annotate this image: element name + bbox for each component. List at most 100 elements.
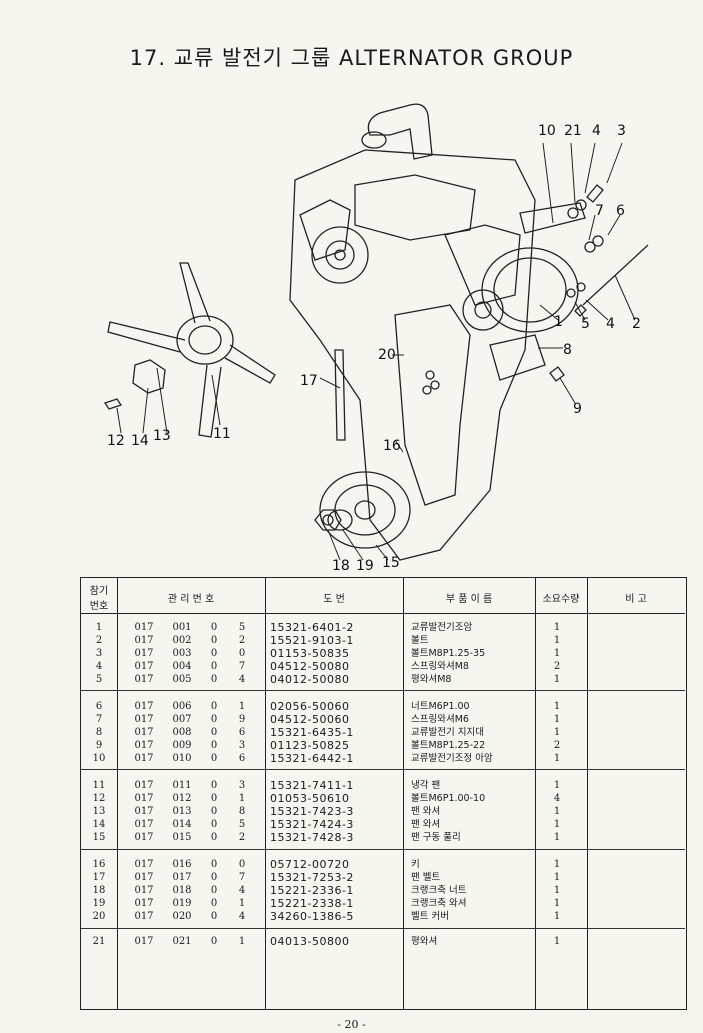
cell-g4: 0 [238,859,246,870]
cell-part: 15321-7423-3 [270,805,354,818]
cell-g2: 003 [172,648,192,659]
cell-g2: 019 [172,898,192,909]
cell-part: 15321-7428-3 [270,831,354,844]
cell-g2: 009 [172,740,192,751]
cell-name: 교류발전기조암 [411,622,473,633]
cell-g3: 0 [210,714,218,725]
cell-name: 교류발전기조정 아암 [411,753,493,764]
cell-g1: 017 [134,674,154,685]
cell-part: 15221-2336-1 [270,884,354,897]
cell-g3: 0 [210,727,218,738]
cell-g1: 017 [134,936,154,947]
cell-ref: 6 [95,701,103,712]
callout-19: 19 [356,558,374,574]
cell-name: 팬 와셔 [411,806,441,817]
callout-1: 1 [554,314,563,330]
cell-g2: 007 [172,714,192,725]
cell-g1: 017 [134,661,154,672]
cell-g3: 0 [210,793,218,804]
cell-g2: 015 [172,832,192,843]
cell-name: 팬 구동 풀리 [411,832,461,843]
cell-g3: 0 [210,635,218,646]
header-qty: 소요수량 [542,594,580,605]
callout-17: 17 [300,373,318,389]
cell-g3: 0 [210,859,218,870]
cell-g3: 0 [210,740,218,751]
cell-part: 15321-6401-2 [270,621,354,634]
cell-part: 15321-6442-1 [270,752,354,765]
cell-g2: 018 [172,885,192,896]
callout-12: 12 [107,433,125,449]
cell-ref: 8 [95,727,103,738]
cell-ref: 9 [95,740,103,751]
cell-g4: 7 [238,661,246,672]
callout-8: 8 [563,342,572,358]
cell-g1: 017 [134,622,154,633]
cell-ref: 19 [92,898,106,909]
cell-g4: 2 [238,832,246,843]
cell-part: 04013-50800 [270,935,350,948]
cell-qty: 2 [553,661,561,672]
cell-g3: 0 [210,753,218,764]
cell-name: 평와셔M8 [411,674,452,685]
cell-name: 크랭크축 너트 [411,885,467,896]
cell-qty: 1 [553,674,561,685]
cell-g4: 4 [238,674,246,685]
cell-name: 키 [411,859,420,870]
header-part-no: 도 번 [323,594,345,605]
cell-qty: 1 [553,635,561,646]
cell-g2: 005 [172,674,192,685]
cell-g1: 017 [134,714,154,725]
cell-name: 스프링와셔M8 [411,661,469,672]
cell-qty: 1 [553,911,561,922]
cell-g1: 017 [134,885,154,896]
cell-ref: 3 [95,648,103,659]
cell-g2: 016 [172,859,192,870]
cell-g4: 9 [238,714,246,725]
cell-part: 01053-50610 [270,792,350,805]
cell-part: 04512-50060 [270,713,350,726]
cell-g4: 1 [238,936,246,947]
cell-g3: 0 [210,819,218,830]
header-code: 관 리 번 호 [167,594,215,605]
cell-g3: 0 [210,806,218,817]
cell-qty: 1 [553,622,561,633]
cell-part: 15521-9103-1 [270,634,354,647]
cell-g2: 002 [172,635,192,646]
callout-5: 5 [581,316,590,332]
cell-name: 냉각 팬 [411,780,441,791]
cell-name: 볼트M6P1.00-10 [411,793,486,804]
cell-g2: 017 [172,872,192,883]
cell-g1: 017 [134,859,154,870]
cell-g2: 004 [172,661,192,672]
callout-18: 18 [332,558,350,574]
cell-g2: 012 [172,793,192,804]
cell-ref: 18 [92,885,106,896]
cell-g1: 017 [134,635,154,646]
header-ref-line2: 번호 [89,601,109,612]
cell-ref: 14 [92,819,106,830]
cell-qty: 1 [553,780,561,791]
cell-g1: 017 [134,793,154,804]
cell-g1: 017 [134,648,154,659]
cell-g2: 001 [172,622,192,633]
cell-g3: 0 [210,872,218,883]
cell-g2: 021 [172,936,192,947]
header-ref-line1: 참기 [89,586,109,597]
exploded-parts-diagram: 10 21 4 3 7 6 2 4 5 1 8 9 20 17 16 12 14… [103,103,649,574]
cell-part: 15221-2338-1 [270,897,354,910]
callout-6: 6 [616,203,625,219]
cell-name: 볼트M8P1.25-22 [411,740,486,751]
